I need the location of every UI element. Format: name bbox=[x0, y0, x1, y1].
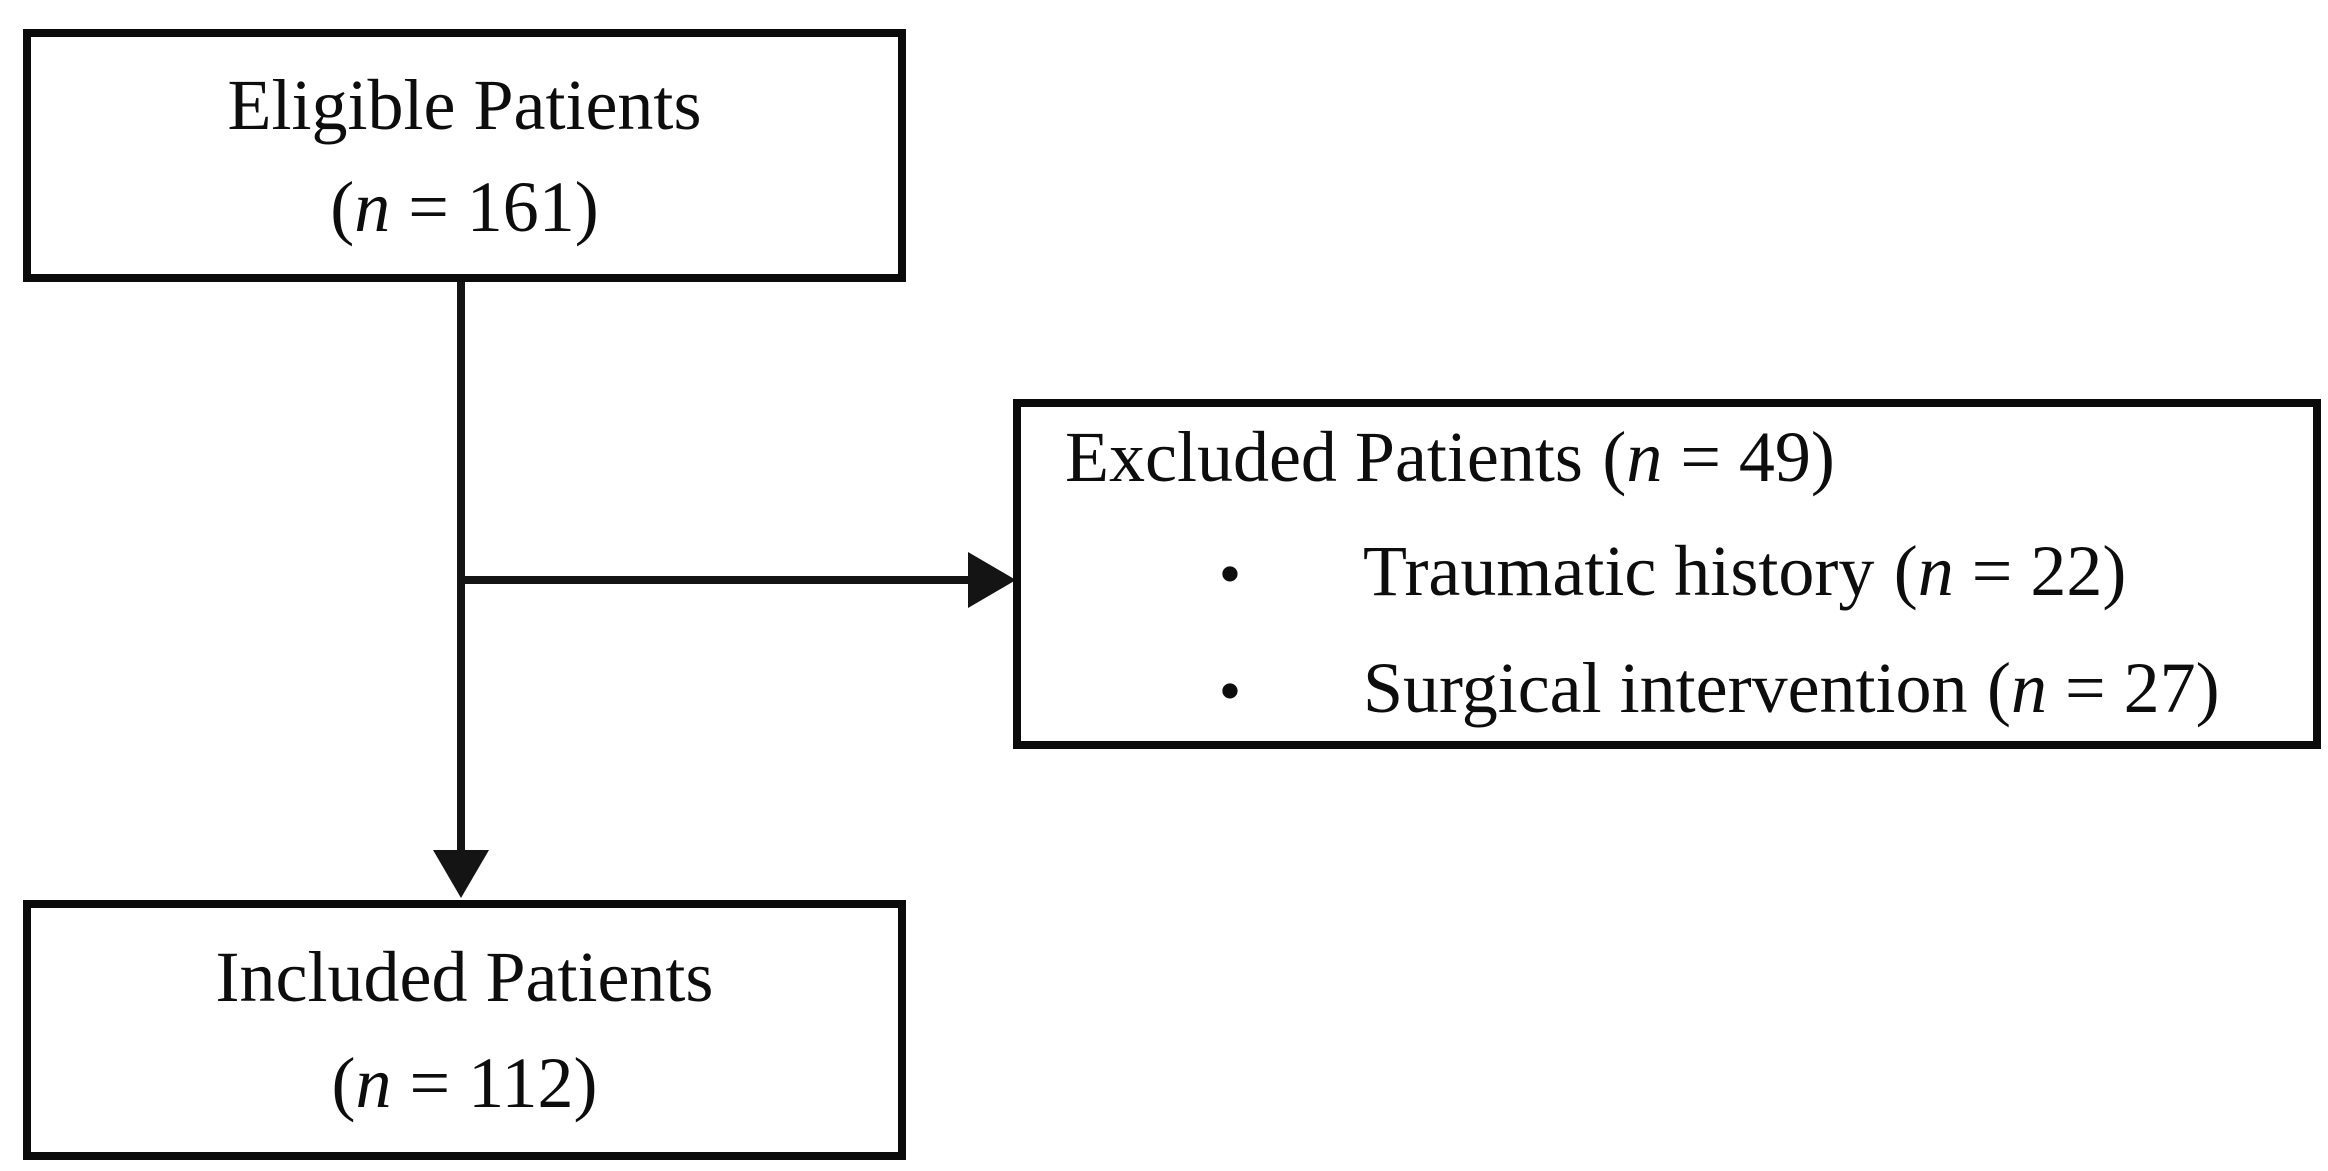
close-paren: ) bbox=[2195, 648, 2220, 728]
included-title-text: Included Patients bbox=[215, 937, 714, 1017]
n-symbol: n bbox=[1626, 417, 1663, 497]
arrowhead-right-icon bbox=[968, 552, 1016, 608]
close-paren: ) bbox=[574, 166, 599, 247]
eligible-count: (n = 161) bbox=[330, 156, 599, 258]
close-paren: ) bbox=[573, 1043, 598, 1123]
open-paren: ( bbox=[331, 1043, 356, 1123]
eligible-title-text: Eligible Patients bbox=[227, 64, 702, 145]
equals-sign: = bbox=[391, 1043, 469, 1123]
open-paren: ( bbox=[1602, 417, 1627, 497]
bullet-text: Traumatic history(n = 22) bbox=[1363, 514, 2126, 628]
node-included-patients: Included Patients (n = 112) bbox=[23, 900, 906, 1160]
excluded-title-text: Excluded Patients bbox=[1065, 417, 1583, 497]
excluded-bullet-traumatic-history: • Traumatic history(n = 22) bbox=[1021, 514, 2313, 631]
open-paren: ( bbox=[1893, 531, 1918, 611]
node-eligible-patients: Eligible Patients (n = 161) bbox=[23, 29, 906, 282]
equals-sign: = bbox=[1953, 531, 2031, 611]
bullet-label: Traumatic history bbox=[1363, 531, 1875, 611]
equals-sign: = bbox=[2046, 648, 2124, 728]
equals-sign: = bbox=[390, 166, 467, 247]
close-paren: ) bbox=[2102, 531, 2127, 611]
excluded-n-value: 49 bbox=[1738, 417, 1811, 497]
bullet-count: (n = 22) bbox=[1894, 531, 2127, 611]
arrowhead-down-icon bbox=[433, 850, 489, 898]
open-paren: ( bbox=[1986, 648, 2011, 728]
included-count: (n = 112) bbox=[332, 1030, 598, 1136]
bullet-icon: • bbox=[1218, 655, 1242, 726]
n-symbol: n bbox=[1917, 531, 1954, 611]
n-symbol: n bbox=[355, 1043, 392, 1123]
n-symbol: n bbox=[2010, 648, 2047, 728]
eligible-title: Eligible Patients bbox=[228, 54, 702, 156]
bullet-count: (n = 27) bbox=[1987, 648, 2220, 728]
bullet-icon: • bbox=[1218, 538, 1242, 609]
connector-down-line bbox=[457, 282, 465, 850]
n-symbol: n bbox=[354, 166, 391, 247]
bullet-label: Surgical intervention bbox=[1363, 648, 1968, 728]
bullet-n-value: 27 bbox=[2123, 648, 2196, 728]
excluded-count: (n = 49) bbox=[1602, 417, 1835, 497]
node-excluded-patients: Excluded Patients(n = 49) • Traumatic hi… bbox=[1013, 399, 2321, 749]
bullet-text: Surgical intervention(n = 27) bbox=[1363, 631, 2220, 745]
eligible-n-value: 161 bbox=[466, 166, 575, 247]
included-title: Included Patients bbox=[216, 924, 714, 1030]
close-paren: ) bbox=[1810, 417, 1835, 497]
equals-sign: = bbox=[1662, 417, 1739, 497]
included-n-value: 112 bbox=[468, 1043, 574, 1123]
open-paren: ( bbox=[330, 166, 355, 247]
excluded-bullet-surgical-intervention: • Surgical intervention(n = 27) bbox=[1021, 631, 2313, 748]
excluded-heading: Excluded Patients(n = 49) bbox=[1021, 400, 2313, 514]
connector-right-line bbox=[461, 576, 972, 584]
bullet-n-value: 22 bbox=[2030, 531, 2103, 611]
